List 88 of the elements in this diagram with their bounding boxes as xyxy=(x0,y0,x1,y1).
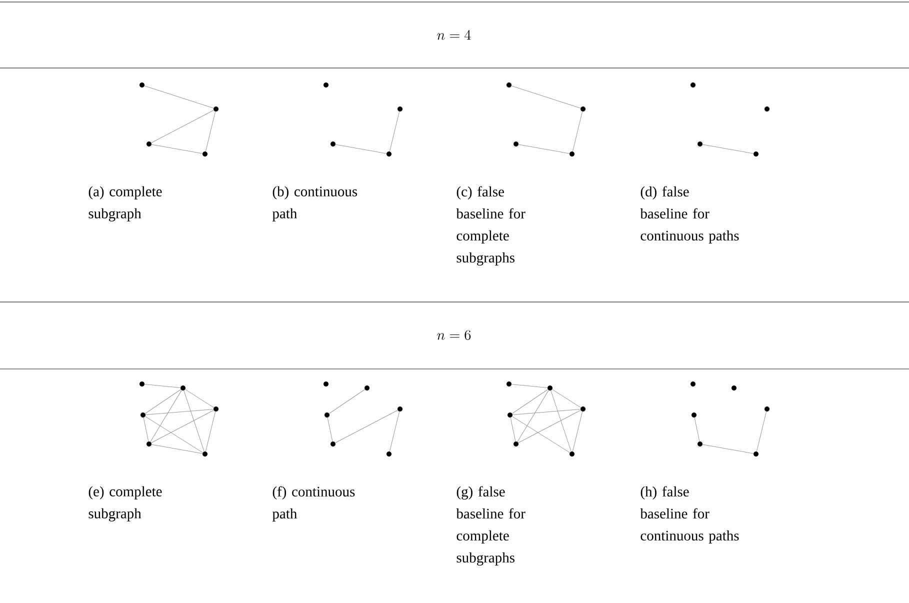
graph-vertex xyxy=(754,452,758,456)
graph-vertex xyxy=(324,82,328,88)
graph-vertex xyxy=(754,152,758,156)
graph-vertex xyxy=(386,152,392,156)
caption: (a) complete subgraph xyxy=(88,186,162,222)
graph-edge xyxy=(572,411,583,452)
graph-vertex xyxy=(202,152,208,156)
graph-edge xyxy=(145,389,182,414)
graph-edge xyxy=(151,410,214,443)
graph-edge xyxy=(151,110,214,143)
graph-vertex xyxy=(330,442,336,446)
graph-vertex xyxy=(508,412,512,418)
graph-edge xyxy=(572,111,583,152)
graph-edge xyxy=(389,111,400,152)
caption: (c) false baseline for complete subgraphs xyxy=(456,186,526,266)
graph-vertex xyxy=(324,382,328,386)
graph-edge xyxy=(145,416,203,453)
graph-vertex xyxy=(398,406,402,412)
graph-edge xyxy=(184,390,204,452)
caption: (b) continuous path xyxy=(272,186,358,222)
graph-vertex xyxy=(548,386,552,390)
graph-vertex xyxy=(764,406,770,412)
graph-edge xyxy=(150,390,182,442)
graph-edge xyxy=(335,144,387,154)
graph-vertex xyxy=(692,412,696,418)
graph-vertex xyxy=(570,152,574,156)
graph-vertex xyxy=(140,82,144,88)
graph-vertex xyxy=(146,142,152,146)
row-heading: $n = 4$ xyxy=(437,30,471,40)
graph-edge xyxy=(511,384,548,388)
graph-vertex xyxy=(580,406,586,412)
graph-edge xyxy=(389,411,400,452)
graph-vertex xyxy=(214,406,218,412)
graph-vertex xyxy=(140,412,146,418)
graph-edge xyxy=(512,416,570,453)
graph-vertex xyxy=(698,442,702,446)
graph-vertex xyxy=(140,382,144,386)
graph-vertex xyxy=(732,386,736,390)
graph-vertex xyxy=(570,452,574,456)
graph-edge xyxy=(756,411,767,452)
graph-edge xyxy=(518,410,581,443)
graph-edge xyxy=(518,144,570,154)
graph-vertex xyxy=(580,106,586,112)
graph-edge xyxy=(517,390,549,442)
caption: (g) false baseline for complete subgraphs xyxy=(456,486,526,566)
graph-edge xyxy=(702,144,754,154)
graph-edge xyxy=(694,417,700,442)
graph-vertex xyxy=(398,106,402,112)
row-heading: $n = 6$ xyxy=(437,330,471,340)
graph-vertex xyxy=(506,82,512,88)
graph-edge xyxy=(145,408,214,416)
graph-edge xyxy=(185,389,214,408)
graph-vertex xyxy=(202,452,208,456)
graph-edge xyxy=(151,444,203,454)
graph-vertex xyxy=(690,82,696,88)
graph-vertex xyxy=(514,142,518,146)
graph-vertex xyxy=(386,452,392,456)
graph-vertex xyxy=(364,386,370,390)
graph-vertex xyxy=(514,442,518,446)
graph-vertex xyxy=(764,106,770,112)
graph-vertex xyxy=(214,106,218,112)
graph-vertex xyxy=(324,412,330,418)
graph-edge xyxy=(144,86,214,108)
graph-vertex xyxy=(506,382,512,386)
graph-edge xyxy=(143,417,149,442)
graph-edge xyxy=(144,384,181,388)
graph-edge xyxy=(512,389,548,414)
graph-edge xyxy=(702,444,754,454)
graph-vertex xyxy=(146,442,152,446)
caption: (h) false baseline for continuous paths xyxy=(640,486,739,544)
caption: (e) complete subgraph xyxy=(88,486,162,522)
graph-edge xyxy=(205,411,216,452)
caption: (d) false baseline for continuous paths xyxy=(640,186,739,244)
graph-edge xyxy=(151,144,203,154)
graph-edge xyxy=(552,389,581,408)
graph-edge xyxy=(510,417,516,442)
caption: (f) continuous path xyxy=(272,486,355,522)
graph-vertex xyxy=(180,386,186,390)
graph-edge xyxy=(335,410,398,443)
graph-edge xyxy=(511,86,581,108)
graph-edge xyxy=(329,389,366,414)
graph-edge xyxy=(205,111,216,152)
graph-vertex xyxy=(698,142,702,146)
graph-vertex xyxy=(690,382,696,386)
graph-edge xyxy=(550,390,572,452)
graph-edge xyxy=(512,408,581,416)
graph-vertex xyxy=(330,142,336,146)
graph-edge xyxy=(327,417,333,442)
